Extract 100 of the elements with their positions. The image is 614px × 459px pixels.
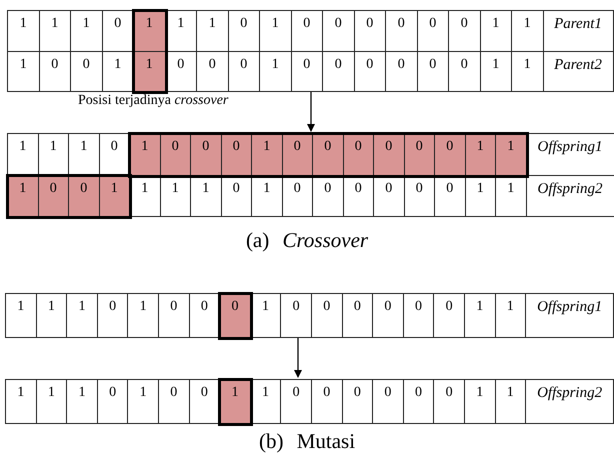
bit-value: 0 [312, 380, 343, 424]
bit-value: 0 [434, 380, 465, 424]
bit-value: 0 [281, 380, 312, 424]
bit-value: 1 [250, 380, 282, 424]
bit-value: 1 [128, 294, 159, 338]
bit-value: 0 [404, 176, 435, 217]
bit-value: 0 [98, 380, 128, 424]
bit-value: 0 [344, 176, 374, 217]
highlighted-bit: 1 [252, 134, 282, 176]
bit-value: 1 [67, 380, 98, 424]
bit-value: 1 [166, 11, 197, 52]
bit-value: 0 [40, 52, 71, 92]
bit-value: 1 [464, 380, 496, 424]
highlighted-bit: 0 [344, 134, 374, 176]
bit-value: 1 [40, 11, 71, 52]
bit-value: 0 [292, 11, 323, 52]
bit-value: 1 [197, 11, 228, 52]
bit-value: 1 [252, 176, 282, 217]
highlighted-bit: 0 [282, 134, 313, 176]
bit-value: 1 [38, 134, 69, 176]
bit-value: 1 [36, 294, 68, 338]
bit-value: 1 [191, 176, 222, 217]
row-label: Parent2 [544, 52, 614, 92]
bit-table [7, 133, 614, 217]
highlighted-bit: 0 [69, 176, 100, 217]
bit-value: 1 [512, 11, 544, 52]
bit-value: 0 [282, 176, 313, 217]
bit-value: 1 [128, 380, 159, 424]
bit-value: 0 [342, 294, 374, 338]
bit-value: 0 [313, 176, 344, 217]
bit-value: 0 [102, 11, 134, 52]
highlighted-bit: 0 [374, 134, 404, 176]
bit-value: 0 [228, 11, 260, 52]
bit-value: 1 [480, 11, 512, 52]
bit-value: 0 [435, 176, 466, 217]
bit-value: 0 [292, 52, 323, 92]
bit-value: 0 [418, 52, 449, 92]
highlighted-bit: 1 [130, 134, 160, 176]
row-label: Offspring1 [526, 294, 614, 338]
bit-value: 0 [374, 176, 404, 217]
bit-value: 0 [342, 380, 374, 424]
bit-table [7, 10, 614, 92]
bit-value: 1 [496, 380, 526, 424]
bit-value: 0 [323, 52, 354, 92]
bit-value: 0 [373, 380, 404, 424]
bit-value: 0 [197, 52, 228, 92]
bit-value: 1 [6, 380, 37, 424]
bit-value: 1 [480, 52, 512, 92]
bit-value: 0 [373, 294, 404, 338]
bit-value: 0 [386, 52, 418, 92]
bit-value: 0 [449, 52, 480, 92]
highlighted-bit: 1 [496, 134, 526, 176]
bit-value: 0 [404, 380, 434, 424]
highlighted-bit: 1 [134, 11, 166, 52]
bit-value: 1 [496, 176, 526, 217]
highlighted-bit: 0 [38, 176, 69, 217]
bit-value: 0 [354, 52, 386, 92]
highlighted-bit: 1 [8, 176, 38, 217]
bit-value: 0 [449, 11, 480, 52]
bit-value: 1 [67, 294, 98, 338]
highlighted-bit: 1 [466, 134, 496, 176]
bit-value: 1 [464, 294, 496, 338]
bit-value: 1 [71, 11, 102, 52]
bit-value: 0 [71, 52, 102, 92]
bit-value: 0 [190, 294, 220, 338]
bit-value: 1 [260, 11, 292, 52]
bit-value: 0 [98, 294, 128, 338]
bit-value: 0 [354, 11, 386, 52]
highlighted-bit: 0 [222, 134, 252, 176]
bit-table [5, 379, 614, 424]
annotation-text: Posisi terjadinya crossover [78, 93, 228, 109]
arrow [294, 338, 302, 378]
bit-value: 1 [36, 380, 68, 424]
bit-value: 0 [222, 176, 252, 217]
bit-value: 0 [434, 294, 465, 338]
bit-value: 0 [312, 294, 343, 338]
row-label: Parent1 [544, 11, 614, 52]
figure-caption: (b) Mutasi [258, 429, 356, 454]
bit-value: 0 [404, 294, 434, 338]
bit-value: 1 [250, 294, 282, 338]
row-label: Offspring2 [526, 176, 614, 217]
bit-value: 0 [228, 52, 260, 92]
highlighted-bit: 0 [435, 134, 466, 176]
highlighted-bit: 0 [191, 134, 222, 176]
highlighted-bit: 0 [160, 134, 191, 176]
bit-value: 1 [8, 52, 40, 92]
highlighted-bit: 0 [313, 134, 344, 176]
figure-caption: (a) Crossover [246, 228, 368, 253]
bit-value: 1 [160, 176, 191, 217]
bit-value: 0 [323, 11, 354, 52]
bit-value: 1 [512, 52, 544, 92]
bit-table [5, 293, 614, 338]
bit-value: 0 [386, 11, 418, 52]
bit-value: 1 [6, 294, 37, 338]
bit-value: 0 [158, 294, 190, 338]
bit-value: 1 [8, 11, 40, 52]
bit-value: 0 [158, 380, 190, 424]
bit-value: 1 [466, 176, 496, 217]
bit-value: 0 [190, 380, 220, 424]
highlighted-bit: 0 [404, 134, 435, 176]
